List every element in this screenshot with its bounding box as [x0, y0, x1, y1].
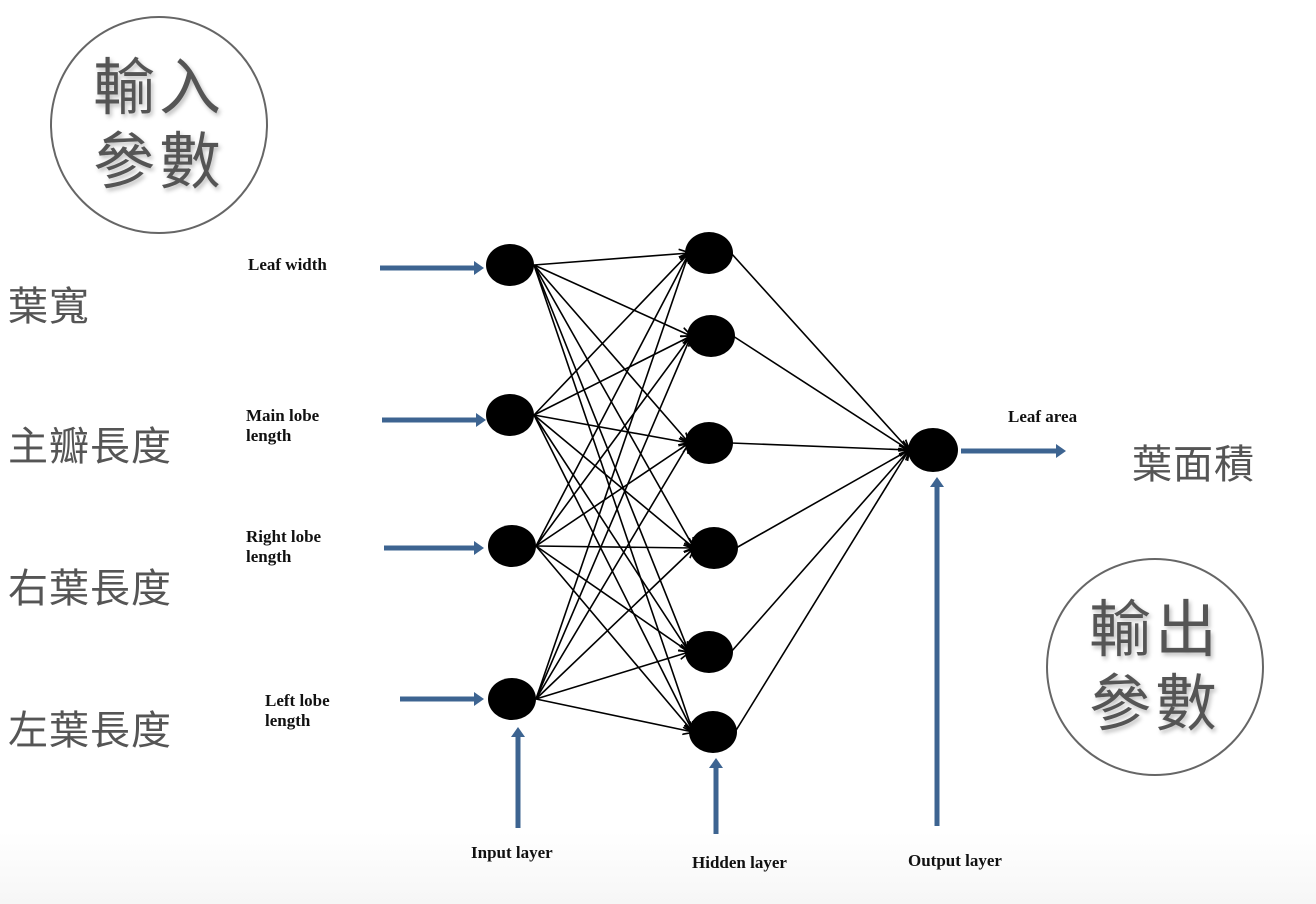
input-label-zh-main-lobe: 主瓣長度: [8, 424, 172, 470]
connection-hidden3-output: [730, 442, 909, 450]
hidden-node-2: [687, 315, 735, 357]
connection-input2-hidden4: [533, 414, 694, 548]
hidden-node-1: [685, 232, 733, 274]
output-arrow-leaf-area: [961, 444, 1066, 458]
input-label-en-right-lobe: Right lobe length: [246, 527, 321, 567]
hidden-layer-label: Hidden layer: [692, 853, 787, 872]
connection-input2-hidden2: [533, 336, 691, 416]
input-label-en-line2: length: [246, 547, 292, 566]
connection-hidden6-output: [734, 450, 909, 733]
connection-input1-hidden6: [533, 264, 693, 732]
input-label-en-line1: Right lobe: [246, 527, 322, 546]
output-layer-label: Output layer: [908, 851, 1002, 870]
input-label-en-line2: length: [246, 426, 292, 445]
input-layer-arrow: [511, 727, 525, 828]
input-node-1: [486, 244, 534, 286]
input-node-4: [488, 678, 536, 720]
connection-input3-hidden6: [535, 545, 693, 732]
input-label-en-left-lobe: Left lobe length: [265, 691, 330, 731]
connection-input4-hidden5: [535, 652, 689, 700]
connection-input3-hidden1: [535, 253, 689, 547]
output-label-en-leaf-area: Leaf area: [1008, 407, 1078, 426]
hidden-node-6: [689, 711, 737, 753]
input-label-en-line2: length: [265, 711, 311, 730]
connection-hidden5-output: [730, 450, 909, 653]
connection-input2-hidden5: [533, 414, 689, 652]
input-parameters-badge: 輸入 參數: [50, 16, 268, 234]
output-parameters-badge: 輸出 參數: [1046, 558, 1264, 776]
hidden-node-4: [690, 527, 738, 569]
connection-input1-hidden3: [533, 264, 689, 443]
connection-input2-hidden6: [533, 414, 693, 732]
output-layer-arrow: [930, 477, 944, 826]
connection-hidden1-output: [730, 252, 909, 450]
input-label-zh-left-lobe: 左葉長度: [8, 708, 172, 754]
connection-input1-hidden1: [533, 253, 689, 266]
input-node-2: [486, 394, 534, 436]
input-arrow-left-lobe: [400, 692, 484, 706]
hidden-layer-arrow: [709, 758, 723, 834]
connection-input1-hidden5: [533, 264, 689, 652]
input-arrow-leaf-width: [380, 261, 484, 275]
connection-input2-hidden1: [533, 253, 689, 416]
connection-input3-hidden3: [535, 443, 689, 547]
connection-input2-hidden3: [533, 414, 689, 443]
connection-input4-hidden1: [535, 253, 689, 700]
connection-input3-hidden2: [535, 336, 691, 547]
input-label-en-line1: Left lobe: [265, 691, 330, 710]
hidden-node-3: [685, 422, 733, 464]
input-node-3: [488, 525, 536, 567]
connection-input4-hidden2: [535, 336, 691, 700]
output-badge-line2: 參數: [1088, 667, 1221, 740]
input-layer-label: Input layer: [471, 843, 553, 862]
input-arrow-main-lobe: [382, 413, 486, 427]
input-label-en-line1: Leaf width: [248, 255, 327, 274]
connection-input3-hidden4: [535, 546, 694, 548]
connection-input4-hidden4: [535, 548, 694, 700]
connection-input3-hidden5: [535, 545, 689, 652]
connection-input4-hidden6: [535, 698, 693, 732]
input-label-en-line1: Main lobe: [246, 406, 320, 425]
connection-input1-hidden4: [533, 264, 694, 548]
input-label-en-main-lobe: Main lobe length: [246, 406, 319, 446]
input-arrow-right-lobe: [384, 541, 484, 555]
hidden-node-5: [685, 631, 733, 673]
connection-hidden2-output: [732, 335, 909, 450]
input-badge-line1: 輸入: [92, 50, 225, 124]
input-label-en-leaf-width: Leaf width: [248, 254, 327, 276]
output-badge-line1: 輸出: [1088, 592, 1221, 666]
connection-input4-hidden3: [535, 443, 689, 700]
input-label-zh-right-lobe: 右葉長度: [8, 566, 172, 612]
connection-hidden4-output: [735, 450, 909, 549]
output-node: [908, 428, 958, 472]
input-badge-line2: 參數: [92, 125, 225, 198]
input-label-zh-leaf-width: 葉寬: [8, 284, 90, 330]
output-label-zh-leaf-area: 葉面積: [1132, 442, 1255, 488]
